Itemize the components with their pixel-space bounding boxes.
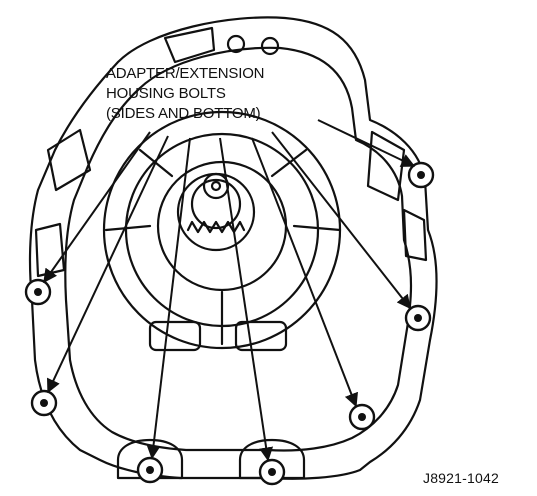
figure-id: J8921-1042 xyxy=(423,470,499,486)
right-rib-2 xyxy=(402,208,428,262)
left-rib-2 xyxy=(34,222,66,278)
right-rib-1 xyxy=(366,130,406,202)
top-hole-2 xyxy=(260,36,280,56)
left-rib-1 xyxy=(46,128,92,192)
output-shaft xyxy=(202,172,230,200)
spline-teeth xyxy=(186,220,246,234)
callout-line-1: ADAPTER/EXTENSION xyxy=(106,65,265,82)
spoke-right xyxy=(292,224,342,232)
spoke-left xyxy=(104,224,152,232)
leader-to-lower-right-bolt xyxy=(251,137,358,408)
leader-to-lower-left-bolt xyxy=(47,135,169,394)
callout-line-2: HOUSING BOLTS xyxy=(106,85,226,102)
port-bottom-right xyxy=(234,320,288,352)
leader-to-upper-left-bolt xyxy=(43,131,151,284)
output-shaft-center xyxy=(210,180,222,192)
leader-to-bottom-left-bolt xyxy=(146,137,191,460)
bolt-callout: ADAPTER/EXTENSION HOUSING BOLTS (SIDES A… xyxy=(106,64,346,124)
housing-inner-outline xyxy=(64,46,413,452)
leader-to-upper-right-bolt xyxy=(317,119,416,167)
top-slot xyxy=(163,26,216,64)
bottom-foot-right xyxy=(238,438,306,480)
leader-to-mid-right-bolt xyxy=(271,131,411,310)
port-bottom-left xyxy=(148,320,202,352)
spoke-top-right xyxy=(270,148,308,178)
leader-to-bottom-right-bolt xyxy=(219,137,274,462)
housing-outline xyxy=(28,16,438,480)
top-hole-1 xyxy=(226,34,246,54)
callout-line-3: (SIDES AND BOTTOM) xyxy=(106,105,261,122)
bearing-outer xyxy=(176,172,256,252)
bearing-ring xyxy=(190,178,242,230)
